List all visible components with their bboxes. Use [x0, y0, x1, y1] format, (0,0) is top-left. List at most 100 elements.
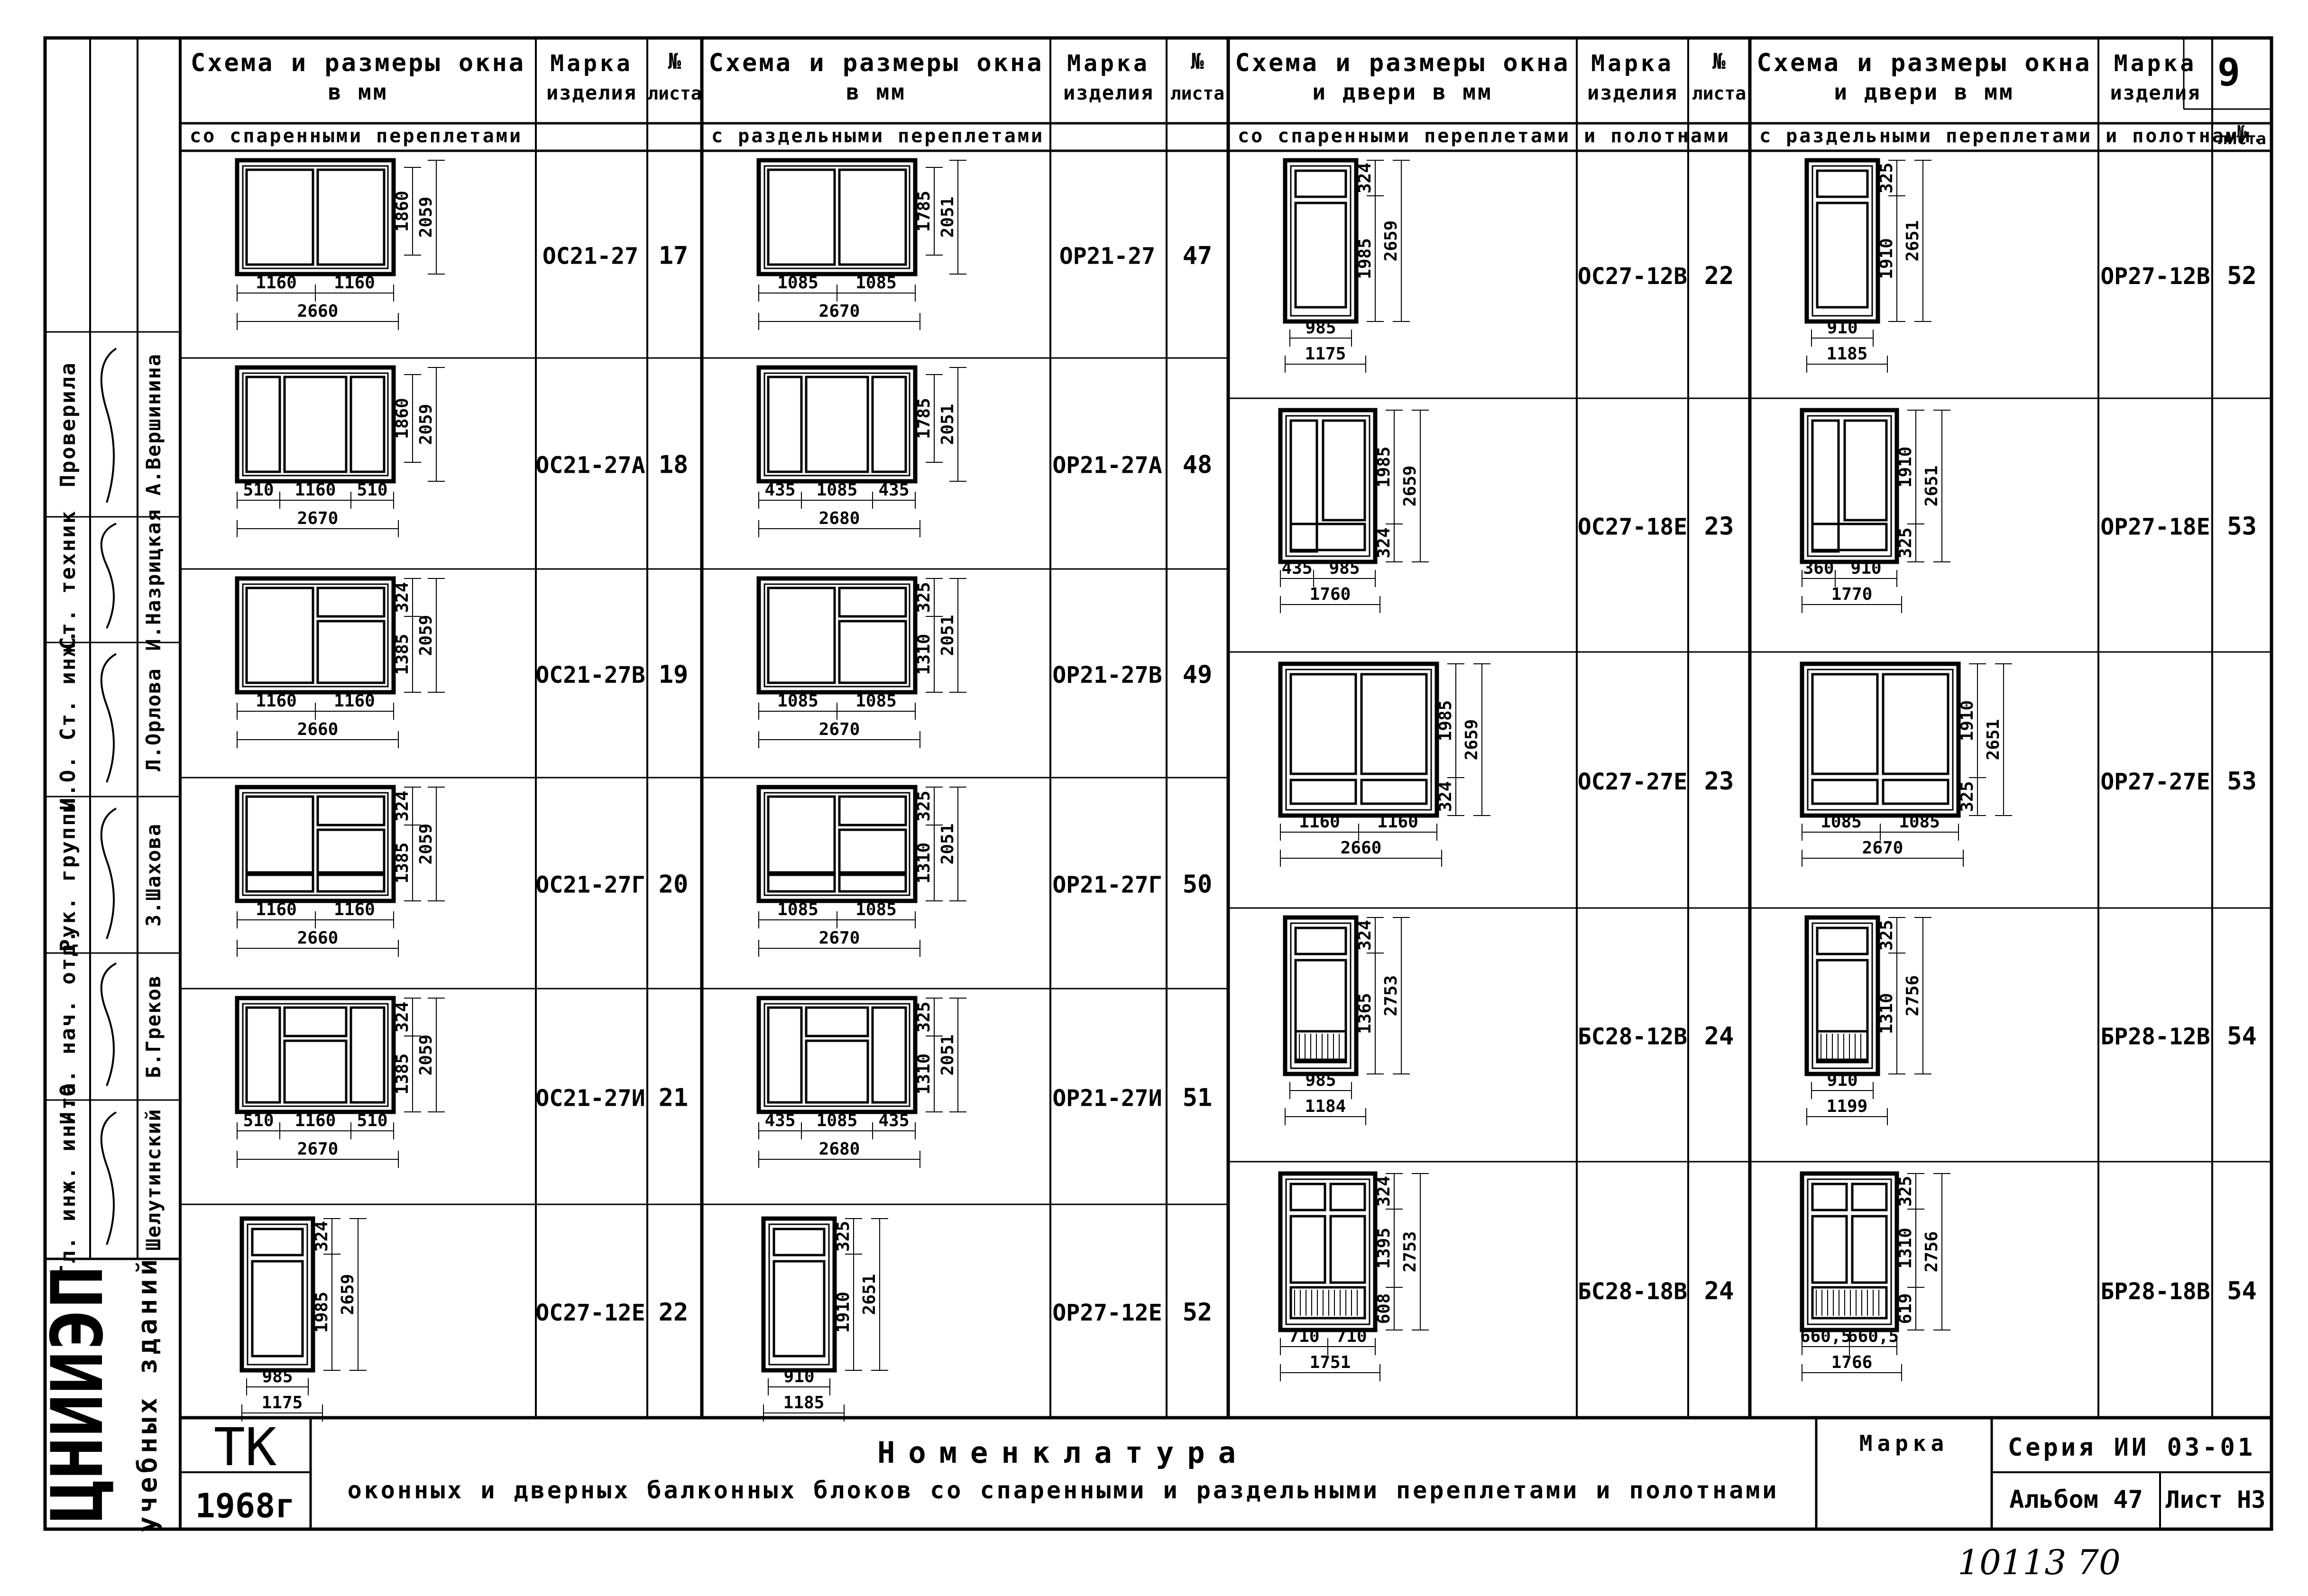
product-sheet-number: 48	[1183, 451, 1213, 479]
dimension-label: 2659	[1462, 719, 1481, 761]
window-sash	[767, 168, 836, 266]
product-sheet-number: 20	[659, 871, 689, 899]
window-frame-inner	[763, 1003, 910, 1107]
product-sheet-number: 50	[1183, 871, 1213, 899]
dimension-label: 2059	[416, 404, 436, 445]
window-frame	[235, 365, 396, 484]
door-panel	[1294, 202, 1347, 309]
marka-header-sub: изделия	[2110, 81, 2200, 104]
window-sash	[871, 376, 907, 473]
dimension-label: 2059	[416, 615, 436, 656]
window-frame-inner	[763, 165, 910, 269]
dimension-label: 510	[243, 480, 274, 500]
dimension-label: 2651	[1922, 466, 1941, 507]
dimension-label: 2051	[938, 404, 957, 445]
dimension-label: 2659	[1400, 466, 1420, 507]
window-frame-inner	[247, 1223, 308, 1366]
window-frame-inner	[1807, 669, 1954, 811]
window-sash	[245, 873, 314, 893]
window-sash	[1811, 673, 1879, 775]
door-panel	[1322, 419, 1366, 522]
product-marka: ОС27-18Е	[1578, 514, 1687, 541]
product-sheet-number: 21	[659, 1084, 689, 1112]
dimension-label: 510	[357, 480, 387, 500]
window-sash	[1811, 779, 1879, 805]
dimension-label: 1085	[855, 273, 897, 293]
product-sheet-number: 22	[659, 1298, 689, 1327]
dimension-label: 1160	[1377, 812, 1418, 832]
signature-role: Проверила	[56, 361, 80, 487]
dimension-label: 1395	[1374, 1228, 1394, 1269]
window-sash	[245, 587, 314, 684]
dimension-label: 2651	[1984, 719, 2003, 761]
dimension-label: 360	[1803, 559, 1834, 578]
window-frame	[1278, 661, 1439, 818]
window-sash	[283, 376, 348, 473]
dimension-label: 985	[262, 1367, 293, 1386]
product-marka: ОР27-27Е	[2100, 769, 2210, 795]
door-transom	[772, 1228, 826, 1257]
product-marka: ОР21-27А	[1052, 452, 1162, 479]
dimension-label: 2659	[338, 1274, 358, 1315]
stamp-marka-label: Марка	[1859, 1431, 1949, 1456]
dimension-label: 1310	[914, 843, 934, 884]
dimension-label: 2670	[819, 302, 860, 321]
marka-header: Марка	[550, 50, 633, 77]
dimension-label: 1770	[1831, 585, 1873, 604]
window-sash	[283, 1039, 348, 1104]
dimension-label: 1910	[1896, 447, 1915, 488]
window-sash	[1882, 779, 1949, 805]
product-sheet-number: 24	[1704, 1022, 1734, 1051]
window-sash	[767, 1006, 803, 1104]
window-sash	[1360, 779, 1428, 805]
dimension-label: 1085	[855, 691, 897, 711]
signature-scribble	[100, 653, 117, 783]
dimension-label: 1085	[777, 273, 818, 293]
dimension-label: 324	[1355, 920, 1375, 951]
product-sheet-number: 52	[1183, 1298, 1213, 1327]
window-sash	[1289, 523, 1366, 551]
dimension-label: 2051	[938, 197, 957, 238]
dimension-label: 1199	[1827, 1097, 1868, 1116]
signature-role: И.О. Ст. инж.	[56, 629, 80, 810]
window-sash	[838, 828, 907, 874]
window-frame	[235, 996, 396, 1114]
window-frame	[756, 996, 918, 1114]
door-panel	[1816, 959, 1869, 1061]
column-header-sub: и двери в мм	[1312, 79, 1492, 105]
product-sheet-number: 54	[2227, 1022, 2257, 1051]
dimension-label: 325	[1896, 1176, 1915, 1207]
signature-scribble	[100, 1111, 117, 1245]
dimension-label: 985	[1305, 1071, 1336, 1090]
door-panel	[1843, 419, 1888, 522]
dimension-label: 1160	[1299, 812, 1340, 832]
window-frame-inner	[1290, 922, 1352, 1069]
column-header: Схема и размеры окна	[191, 49, 525, 77]
dimension-label: 1085	[777, 900, 818, 919]
product-sheet-number: 49	[1183, 660, 1213, 689]
dimension-label: 1910	[1958, 700, 1977, 742]
outer-border	[43, 36, 2273, 1531]
logo-year: 1968г	[195, 1486, 295, 1525]
product-sheet-number: 51	[1183, 1084, 1213, 1112]
product-sheet-number: 17	[659, 242, 689, 270]
dimension-label: 2753	[1381, 975, 1401, 1017]
window-frame	[1283, 915, 1359, 1076]
dimension-label: 510	[357, 1111, 387, 1130]
door-transom	[1294, 169, 1347, 198]
org-subtitle: учебных зданий	[132, 1256, 163, 1532]
dimension-label: 325	[1877, 920, 1896, 951]
dimension-label: 1985	[1436, 700, 1455, 742]
handwritten-code: 10113 70	[1958, 1542, 2121, 1582]
dimension-label: 435	[1281, 559, 1312, 578]
window-frame-inner	[242, 792, 389, 896]
window-frame	[756, 158, 918, 276]
stamp-sheet: Лист НЗ	[2166, 1486, 2266, 1513]
column-header: Схема и размеры окна	[1235, 49, 1570, 77]
dimension-label: 1160	[256, 273, 297, 293]
window-frame	[1278, 1171, 1378, 1332]
dimension-label: 1085	[777, 691, 818, 711]
dimension-label: 985	[1305, 318, 1336, 338]
dimension-label: 1985	[312, 1292, 331, 1333]
